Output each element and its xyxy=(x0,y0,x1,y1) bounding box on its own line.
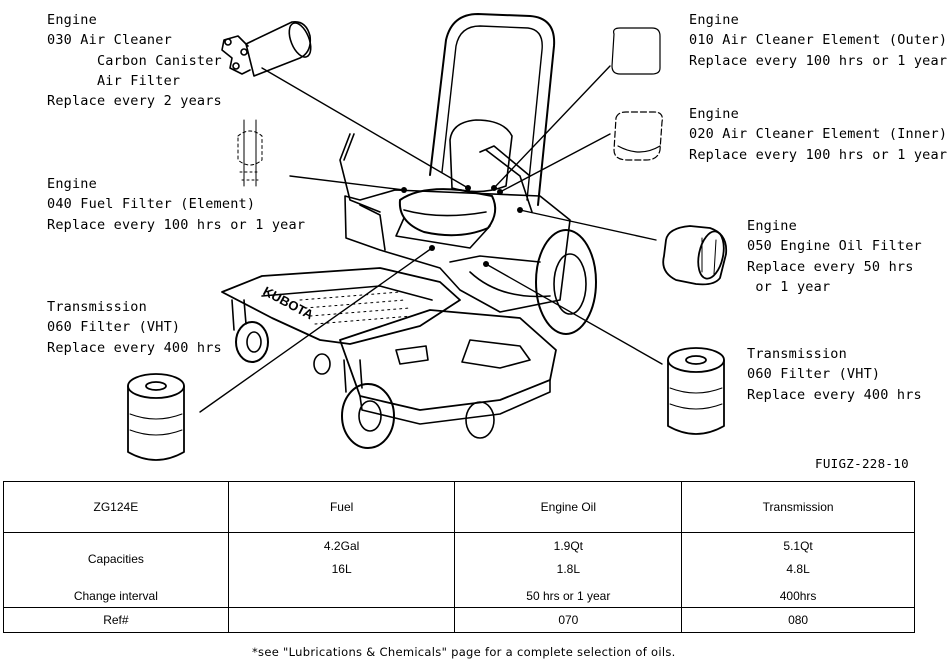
callout-line: Transmission xyxy=(47,299,147,315)
right-lever xyxy=(485,149,533,213)
callout-010-outer-element: Engine 010 Air Cleaner Element (Outer) Rep… xyxy=(689,10,947,71)
engine-oil-filter-icon xyxy=(662,225,728,286)
oil-capacity-2: 1.8L xyxy=(556,562,580,576)
model-cell: ZG124E xyxy=(3,481,229,533)
capacities-row: Capacities 4.2Gal 16L 1.9Qt 1.8L 5.1Qt 4… xyxy=(3,532,915,585)
rops-bar xyxy=(429,13,556,206)
capacities-label: Capacities xyxy=(3,532,229,585)
callout-line: Carbon Canister xyxy=(47,52,222,69)
callout-line: 060 Filter (VHT) xyxy=(747,366,881,383)
callout-line: Engine xyxy=(47,176,97,192)
callout-line: Replace every 400 hrs xyxy=(47,339,222,356)
front-frame xyxy=(221,267,461,345)
fuel-filter-icon xyxy=(237,119,263,187)
callout-060-transmission-filter-right: Transmission 060 Filter (VHT) Replace ever… xyxy=(747,344,922,405)
transmission-capacity-2: 4.8L xyxy=(786,562,810,576)
callout-line: 030 Air Cleaner xyxy=(47,32,172,49)
header-engine-oil: Engine Oil xyxy=(454,481,683,533)
capacities-table: ZG124E Fuel Engine Oil Transmission Capa… xyxy=(3,481,915,633)
oil-capacity-1: 1.9Qt xyxy=(553,539,583,553)
ref-row: Ref# 070 080 xyxy=(3,607,915,633)
callout-line: or 1 year xyxy=(747,278,831,295)
header-transmission: Transmission xyxy=(681,481,915,533)
oil-interval: 50 hrs or 1 year xyxy=(454,585,683,608)
callout-060-transmission-filter-left: Transmission 060 Filter (VHT) Replace ever… xyxy=(47,297,222,358)
rops-bar-inner xyxy=(441,25,543,201)
callout-line: Replace every 2 years xyxy=(47,93,222,110)
callout-line: Replace every 100 hrs or 1 year xyxy=(689,52,947,69)
leader-lines xyxy=(199,65,663,413)
transmission-capacity-cell: 5.1Qt 4.8L xyxy=(681,532,915,585)
fuel-capacity-1: 4.2Gal xyxy=(323,539,360,553)
table-header-row: ZG124E Fuel Engine Oil Transmission xyxy=(3,481,915,533)
deck-wheel-small xyxy=(313,353,331,375)
fuel-ref xyxy=(227,607,456,633)
fuel-capacity-cell: 4.2Gal 16L xyxy=(227,532,456,585)
change-interval-row: Change interval 50 hrs or 1 year 400hrs xyxy=(3,585,915,608)
callout-030-air-cleaner: Engine 030 Air Cleaner Carbon Canister Ai… xyxy=(47,10,222,111)
callout-line: 050 Engine Oil Filter xyxy=(747,238,922,255)
callout-line: Replace every 50 hrs xyxy=(747,258,914,275)
callout-line: Replace every 100 hrs or 1 year xyxy=(689,146,947,163)
inner-element-icon xyxy=(613,111,663,161)
fuel-capacity-2: 16L xyxy=(331,562,352,576)
callout-line: 060 Filter (VHT) xyxy=(47,319,181,336)
rear-wheel xyxy=(535,229,597,335)
callout-line: Transmission xyxy=(747,346,847,362)
front-right-caster xyxy=(341,383,395,449)
figure-id: FUIGZ-228-10 xyxy=(815,456,909,471)
callout-line: 040 Fuel Filter (Element) xyxy=(47,196,256,213)
mower-maintenance-diagram: KUBOTA xyxy=(127,13,728,461)
callout-020-inner-element: Engine 020 Air Cleaner Element (Inner) Rep… xyxy=(689,104,947,165)
callout-line: 010 Air Cleaner Element (Outer) xyxy=(689,32,947,49)
fuel-interval xyxy=(227,585,456,608)
callout-line: Replace every 400 hrs xyxy=(747,386,922,403)
callout-040-fuel-filter: Engine 040 Fuel Filter (Element) Replace e… xyxy=(47,174,305,235)
callout-line: Engine xyxy=(47,12,97,28)
front-left-caster xyxy=(235,321,269,363)
header-fuel: Fuel xyxy=(227,481,456,533)
oil-capacity-cell: 1.9Qt 1.8L xyxy=(454,532,683,585)
callout-line: Air Filter xyxy=(47,72,181,89)
deck-wheel xyxy=(465,401,495,439)
oil-ref: 070 xyxy=(454,607,683,633)
change-interval-label: Change interval xyxy=(3,585,229,608)
transmission-interval: 400hrs xyxy=(681,585,915,608)
seat-back xyxy=(449,119,513,193)
mower-deck xyxy=(339,309,557,411)
callout-line: Replace every 100 hrs or 1 year xyxy=(47,216,306,233)
callout-line: Engine xyxy=(689,12,739,28)
transmission-filter-right-icon xyxy=(667,347,725,435)
footnote: *see "Lubrications & Chemicals" page for… xyxy=(252,645,676,659)
foot-plate-dots xyxy=(299,291,413,325)
callout-line: Engine xyxy=(747,218,797,234)
ref-label: Ref# xyxy=(3,607,229,633)
callout-line: 020 Air Cleaner Element (Inner) xyxy=(689,126,947,143)
carbon-canister-icon xyxy=(221,20,312,77)
transmission-ref: 080 xyxy=(681,607,915,633)
transmission-capacity-1: 5.1Qt xyxy=(783,539,813,553)
transmission-filter-left-icon xyxy=(127,373,185,461)
callout-line: Engine xyxy=(689,106,739,122)
outer-element-icon xyxy=(611,27,661,75)
mower-body xyxy=(344,189,571,313)
left-lever xyxy=(339,133,381,213)
